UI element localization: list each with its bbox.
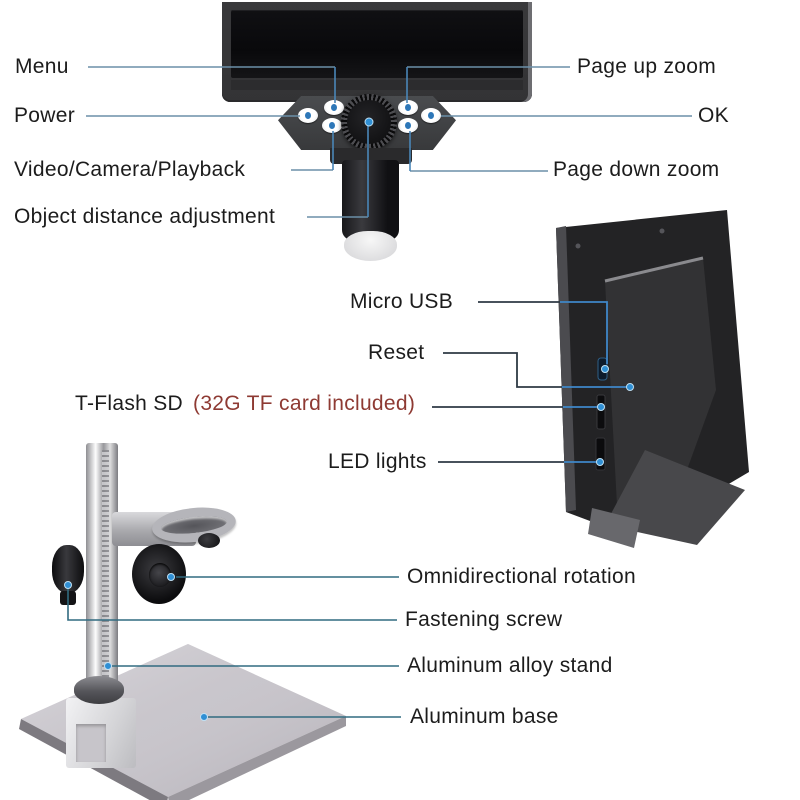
monitor-back-panel (556, 210, 749, 524)
label-video-camera-playback: Video/Camera/Playback (14, 158, 246, 181)
label-t-flash-sd-text: T-Flash SD (75, 392, 184, 415)
fastening-screw-knob (52, 545, 84, 605)
power-button (298, 108, 318, 123)
label-led-lights: LED lights (328, 450, 427, 473)
bezel-band (231, 80, 523, 90)
leader-line-micro-usb-on-panel (560, 301, 608, 364)
kickstand-slab (605, 258, 716, 522)
back-screw-dot (575, 243, 581, 249)
video-camera-playback-button (322, 118, 342, 133)
back-screw-dot (659, 228, 665, 234)
label-t-flash-sd: T-Flash SD (32G TF card included) (75, 392, 415, 416)
reset-hole (629, 384, 635, 390)
reset-marker-dot (626, 383, 634, 391)
kickstand-foot (605, 450, 745, 545)
omnidirectional-rotation-knob (132, 544, 186, 604)
aluminum-base-marker-dot (200, 713, 208, 721)
tf-card-slot (596, 394, 606, 430)
page-up-zoom-button (398, 100, 418, 115)
label-aluminum-alloy-stand: Aluminum alloy stand (407, 654, 613, 677)
lcd-screen (231, 10, 523, 78)
monitor-front (222, 2, 532, 102)
micro-usb-port (597, 357, 608, 381)
label-page-down-zoom: Page down zoom (553, 158, 720, 181)
t-flash-marker-dot (597, 403, 605, 411)
leader-line-reset (443, 352, 562, 388)
label-omnidirectional-rotation: Omnidirectional rotation (407, 565, 636, 588)
lens-barrel (342, 160, 399, 240)
menu-button (324, 100, 344, 115)
object-distance-knob (341, 94, 397, 150)
page-down-zoom-button (398, 118, 418, 133)
back-bottom-lip (588, 508, 640, 548)
micro-usb-marker-dot (601, 365, 609, 373)
kickstand-top-highlight (604, 256, 704, 283)
led-lights-port (595, 437, 606, 471)
lens-cap (344, 231, 397, 261)
monitor-back-left-edge (556, 226, 576, 512)
mount-block-recess (76, 724, 106, 762)
label-object-distance: Object distance adjustment (14, 205, 276, 228)
label-fastening-screw: Fastening screw (405, 608, 563, 631)
label-reset: Reset (368, 341, 425, 364)
label-aluminum-base: Aluminum base (410, 705, 559, 728)
holder-ring-screw (198, 533, 220, 548)
ok-button (421, 108, 441, 123)
label-micro-usb: Micro USB (350, 290, 454, 313)
pole-collar (74, 676, 124, 704)
base-edge-right (168, 716, 346, 800)
led-marker-dot (596, 458, 604, 466)
stand-rack-teeth (102, 450, 109, 680)
label-tf-card-note: (32G TF card included) (193, 392, 416, 415)
label-menu: Menu (15, 55, 69, 78)
label-power: Power (14, 104, 76, 127)
label-ok: OK (698, 104, 729, 127)
label-page-up-zoom: Page up zoom (577, 55, 717, 78)
